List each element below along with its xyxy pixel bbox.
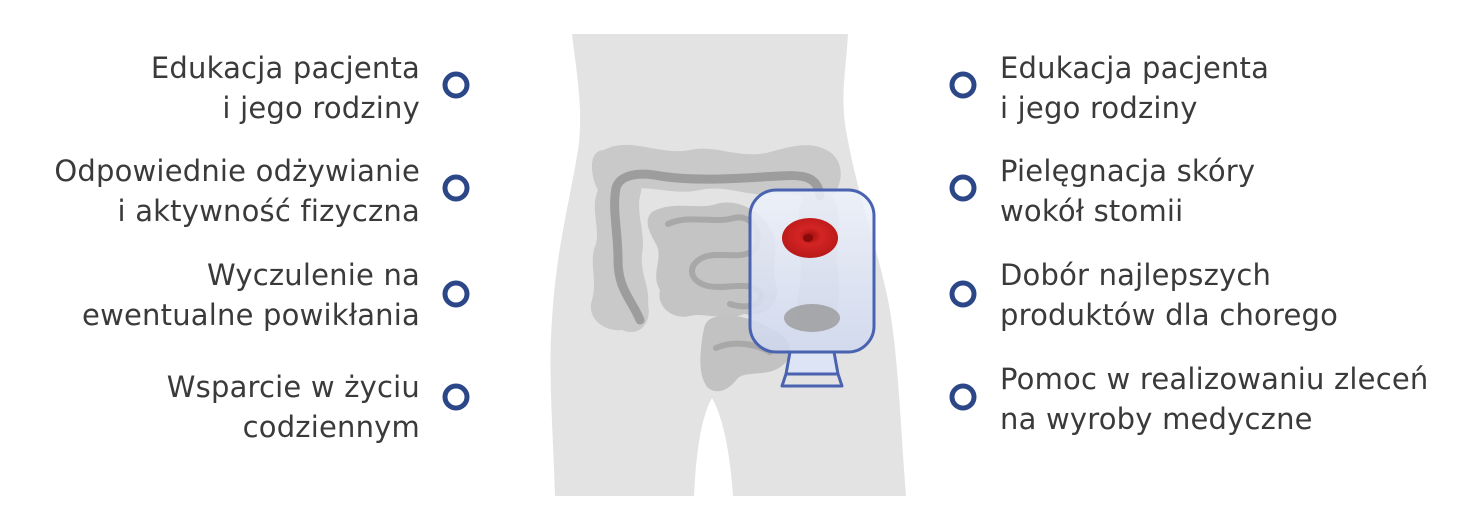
right-label-4-line2: na wyroby medyczne: [1000, 402, 1313, 436]
right-label-1-line2: i jego rodziny: [1000, 91, 1198, 125]
right-label-1-line1: Edukacja pacjenta: [1000, 51, 1270, 85]
left-label-4: Wsparcie w życiu codziennym: [167, 367, 420, 447]
left-label-1: Edukacja pacjenta i jego rodziny: [151, 48, 420, 128]
left-label-2: Odpowiednie odżywianie i aktywność fizyc…: [54, 151, 420, 231]
left-label-1-line2: i jego rodziny: [222, 91, 420, 125]
left-label-3: Wyczulenie na ewentualne powikłania: [82, 255, 420, 335]
right-label-3-line1: Dobór najlepszych: [1000, 258, 1272, 292]
right-label-3: Dobór najlepszych produktów dla chorego: [1000, 255, 1338, 335]
right-label-1: Edukacja pacjenta i jego rodziny: [1000, 48, 1269, 128]
left-label-4-line1: Wsparcie w życiu: [166, 370, 420, 404]
ring-marker-icon: [442, 174, 470, 202]
connectors-layer: [442, 71, 977, 411]
left-label-3-line2: ewentualne powikłania: [82, 298, 420, 332]
left-label-3-line1: Wyczulenie na: [206, 258, 420, 292]
ring-marker-icon: [949, 174, 977, 202]
right-label-3-line2: produktów dla chorego: [1000, 298, 1339, 332]
ring-marker-icon: [442, 71, 470, 99]
ring-marker-icon: [949, 280, 977, 308]
ring-marker-icon: [949, 383, 977, 411]
left-label-1-line1: Edukacja pacjenta: [150, 51, 420, 85]
left-label-2-line2: i aktywność fizyczna: [117, 194, 420, 228]
right-label-4: Pomoc w realizowaniu zleceń na wyroby me…: [1000, 359, 1428, 439]
right-label-4-line1: Pomoc w realizowaniu zleceń: [1000, 362, 1429, 396]
right-label-2: Pielęgnacja skóry wokół stomii: [1000, 151, 1255, 231]
ring-marker-icon: [949, 71, 977, 99]
ostomy-pouch-icon: [748, 188, 876, 388]
left-label-2-line1: Odpowiednie odżywianie: [54, 154, 420, 188]
left-label-4-line2: codziennym: [242, 410, 420, 444]
ring-marker-icon: [442, 383, 470, 411]
ring-marker-icon: [442, 280, 470, 308]
right-label-2-line1: Pielęgnacja skóry: [1000, 154, 1256, 188]
right-label-2-line2: wokół stomii: [1000, 194, 1184, 228]
